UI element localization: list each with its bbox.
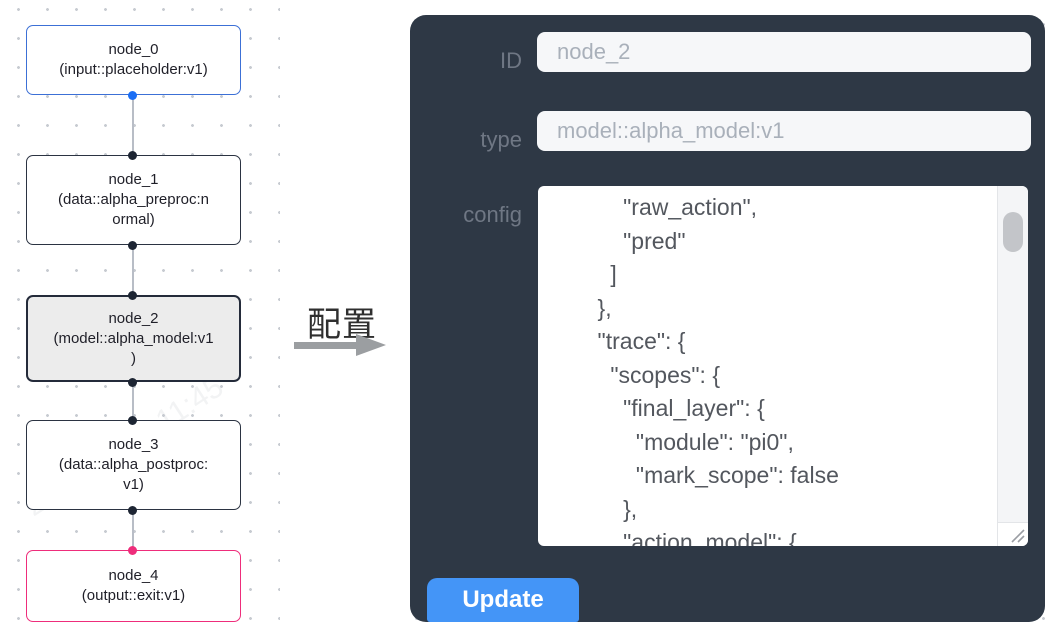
port-node0-output-icon[interactable] [128,90,137,100]
id-field-label: ID [500,48,522,73]
flow-node-node_3[interactable]: node_3 (data::alpha_postproc: v1) [26,420,241,510]
port-node3-output-icon[interactable] [128,505,137,515]
port-node4-input-icon[interactable] [128,545,137,555]
port-node1-output-icon[interactable] [128,240,137,250]
type-field-label: type [480,127,522,152]
config-scrollbar-thumb[interactable] [1003,212,1023,252]
flow-canvas[interactable]: node_0 (input::placeholder:v1) node_1 (d… [0,0,280,643]
type-field[interactable] [537,111,1031,151]
flow-node-node_1[interactable]: node_1 (data::alpha_preproc:n ormal) [26,155,241,245]
update-button[interactable]: Update [427,578,579,622]
config-field-label: config [463,202,522,227]
port-node1-input-icon[interactable] [128,150,137,160]
port-node3-input-icon[interactable] [128,415,137,425]
edge-node0-node1 [132,95,134,155]
right-arrow-icon [294,342,358,349]
resize-handle-icon[interactable] [1006,524,1026,544]
port-node2-input-icon[interactable] [128,290,137,300]
config-json-text[interactable]: "raw_action", "pred" ] }, "trace": { "sc… [597,194,839,546]
flow-node-node_0[interactable]: node_0 (input::placeholder:v1) [26,25,241,95]
port-node2-output-icon[interactable] [128,377,137,387]
node-properties-panel: ID type config "raw_action", "pred" ] },… [410,15,1045,622]
right-arrow-icon [356,334,386,356]
flow-node-node_4[interactable]: node_4 (output::exit:v1) [26,550,241,622]
id-field[interactable] [537,32,1031,72]
config-editor[interactable]: "raw_action", "pred" ] }, "trace": { "sc… [538,186,1028,546]
edge-node2-node3 [132,382,134,420]
edge-node3-node4 [132,510,134,550]
flow-node-node_2[interactable]: node_2 (model::alpha_model:v1 ) [26,295,241,382]
edge-node1-node2 [132,245,134,295]
